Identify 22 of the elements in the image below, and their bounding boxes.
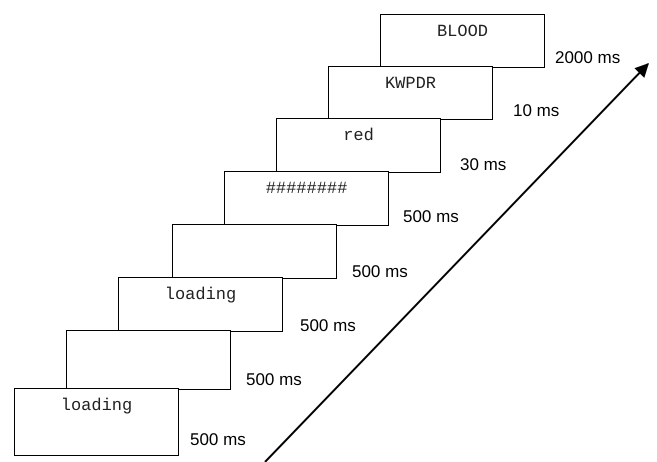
screen-text: BLOOD bbox=[436, 23, 488, 42]
duration-label: 2000 ms bbox=[555, 48, 620, 68]
screen-text: loading bbox=[164, 286, 236, 305]
duration-label: 500 ms bbox=[352, 262, 408, 282]
duration-label: 500 ms bbox=[403, 207, 459, 227]
screen-frame bbox=[172, 224, 337, 278]
duration-label: 10 ms bbox=[513, 101, 560, 121]
screen-frame bbox=[328, 66, 493, 120]
duration-label: 500 ms bbox=[300, 316, 356, 336]
screen-text: KWPDR bbox=[384, 75, 436, 94]
screen-frame bbox=[118, 277, 283, 332]
duration-label: 500 ms bbox=[190, 430, 246, 450]
screen-frame bbox=[380, 14, 545, 68]
screen-text: loading bbox=[60, 397, 132, 416]
screen-frame bbox=[276, 118, 441, 172]
screen-frame bbox=[224, 171, 389, 226]
screen-text: ######## bbox=[266, 180, 348, 199]
duration-label: 30 ms bbox=[460, 155, 506, 175]
screen-frame bbox=[66, 330, 231, 390]
duration-label: 500 ms bbox=[246, 370, 302, 390]
screen-frame bbox=[14, 388, 179, 456]
screen-text: red bbox=[343, 127, 374, 146]
